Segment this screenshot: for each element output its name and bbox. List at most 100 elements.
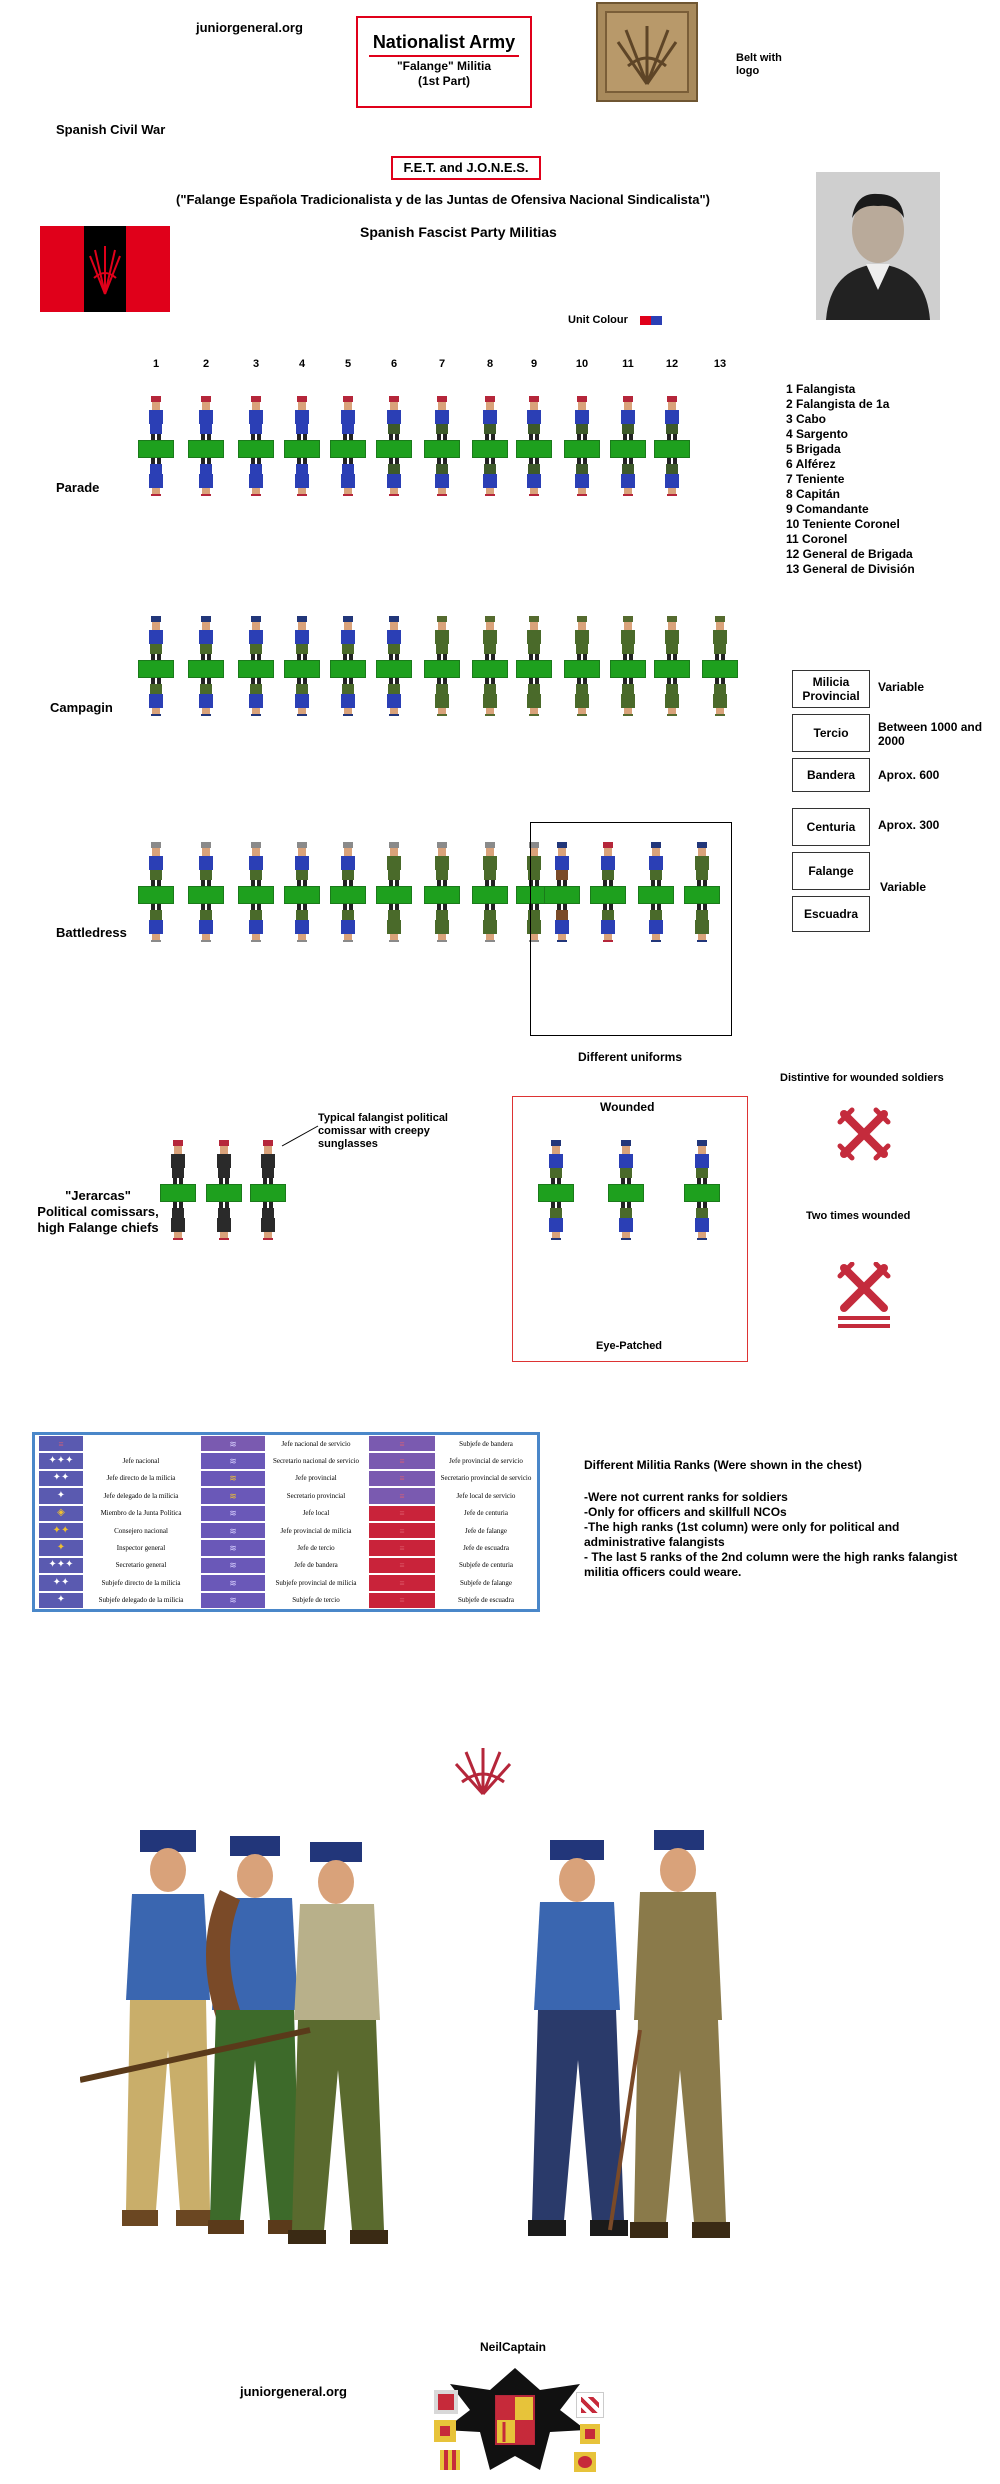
illustration-figure <box>630 1830 730 2238</box>
rank-table-cell: Subjefe de escuadra <box>458 1596 514 1605</box>
rank-item: 12 General de Brigada <box>786 547 913 561</box>
column-number: 12 <box>665 358 679 370</box>
note-line: -Were not current ranks for soldiers <box>584 1490 788 1504</box>
unit-colour-label: Unit Colour <box>568 314 628 326</box>
rank-table-cell: Subjefe delegado de la milicia <box>98 1596 184 1605</box>
rank-insignia-icon: ✦✦ <box>39 1523 83 1539</box>
shield-icon <box>434 2390 458 2414</box>
column-number: 11 <box>622 358 634 370</box>
title-box: Nationalist Army "Falange" Militia (1st … <box>356 16 532 108</box>
rank-item: 8 Capitán <box>786 487 841 501</box>
rank-item: 3 Cabo <box>786 412 827 426</box>
row-label-campaign: Campagin <box>50 700 113 715</box>
rank-insignia-icon: ≡ <box>369 1505 435 1521</box>
rank-table-cell: Jefe provincial <box>295 1474 337 1483</box>
yoke-arrows-icon <box>605 11 689 93</box>
rank-item: 11 Coronel <box>786 532 848 546</box>
rank-insignia-icon: ≡ <box>369 1557 435 1574</box>
column-number: 13 <box>713 358 727 370</box>
column-number: 8 <box>486 358 494 370</box>
rank-insignia-icon: ✦ <box>39 1540 83 1556</box>
unit-size-note: Variable <box>880 880 927 894</box>
fet-jons-box: F.E.T. and J.O.N.E.S. <box>391 156 541 180</box>
full-party-name: ("Falange Española Tradicionalista y de … <box>176 192 710 207</box>
portrait-photo <box>816 172 940 320</box>
column-number: 1 <box>152 358 160 370</box>
rank-table-cell: Jefe de tercio <box>297 1544 335 1553</box>
rank-table-cell: Subjefe de bandera <box>459 1439 513 1448</box>
unit-size-note: Aprox. 300 <box>878 818 940 832</box>
militia-ranks-table: ≡✦✦✦Jefe nacional✦✦Jefe directo de la mi… <box>32 1432 540 1612</box>
rank-insignia-icon: ≡ <box>369 1575 435 1591</box>
jerarcas-note: Typical falangist political comissar wit… <box>318 1112 448 1150</box>
wound-cross-icon <box>837 1107 891 1161</box>
unit-box: Bandera <box>792 758 870 792</box>
column-number: 10 <box>575 358 589 370</box>
rank-insignia-icon: ≋ <box>201 1523 265 1539</box>
rank-item: 10 Teniente Coronel <box>786 517 900 531</box>
illustration-figure <box>122 1830 212 2226</box>
rank-item: 6 Alférez <box>786 457 836 471</box>
rank-insignia-icon: ◈ <box>39 1505 83 1521</box>
rank-table-cell: Subjefe de falange <box>459 1578 513 1587</box>
row-label-battledress: Battledress <box>56 925 127 940</box>
rank-insignia-icon: ≋ <box>201 1470 265 1487</box>
note-line: - The last 5 ranks of the 2nd column wer… <box>584 1550 958 1579</box>
column-number: 5 <box>344 358 352 370</box>
rank-insignia-icon: ≋ <box>201 1436 265 1452</box>
title-divider <box>369 55 519 57</box>
rank-item: 5 Brigada <box>786 442 841 456</box>
note-line: -The high ranks (1st column) were only f… <box>584 1520 900 1549</box>
rank-table-cell: Miembro de la Junta Política <box>100 1509 182 1518</box>
page-title: Nationalist Army <box>372 32 516 52</box>
site-name-top: juniorgeneral.org <box>196 20 303 35</box>
unit-box: Milicia Provincial <box>792 670 870 708</box>
rank-insignia-icon: ≡ <box>369 1436 435 1452</box>
jerarcas-title: "Jerarcas" <box>65 1188 131 1203</box>
jerarcas-line3: high Falange chiefs <box>37 1220 159 1235</box>
note-line: -Only for officers and skillfull NCOs <box>584 1505 787 1519</box>
illustration-figure <box>528 1840 628 2236</box>
rank-table-cell: Secretario general <box>115 1561 167 1570</box>
different-uniforms-label: Different uniforms <box>578 1050 683 1064</box>
rank-insignia-icon: ≡ <box>369 1523 435 1539</box>
site-name-bottom: juniorgeneral.org <box>240 2384 347 2399</box>
yoke-and-arrows-emblem <box>454 1748 512 1796</box>
page-subtitle-part: (1st Part) <box>417 74 470 88</box>
rank-table-cell: Secretario provincial de servicio <box>440 1474 532 1483</box>
note-pointer-line <box>281 1125 319 1147</box>
rank-table-cell: Secretario provincial <box>286 1491 346 1500</box>
rank-insignia-icon: ≡ <box>369 1488 435 1504</box>
rank-table-cell: Secretario nacional de servicio <box>272 1457 360 1466</box>
unit-size-note: Variable <box>878 680 925 694</box>
rank-table-cell: Jefe provincial de servicio <box>449 1457 523 1466</box>
portrait-icon <box>816 172 940 320</box>
unit-box: Tercio <box>792 714 870 752</box>
rank-insignia-icon: ✦✦ <box>39 1575 83 1591</box>
row-label-parade: Parade <box>56 480 100 495</box>
rank-table-cell: Jefe de escuadra <box>463 1544 509 1553</box>
militia-notes: Different Militia Ranks (Were shown in t… <box>584 1458 984 1580</box>
rank-item: 4 Sargento <box>786 427 849 441</box>
rank-table-cell: Jefe directo de la milicia <box>106 1474 176 1483</box>
spanish-coat-of-arms <box>444 2368 586 2470</box>
shield-icon <box>576 2392 604 2418</box>
column-number: 4 <box>298 358 306 370</box>
rank-insignia-icon: ≋ <box>201 1575 265 1591</box>
rank-table-cell: Consejero nacional <box>114 1526 168 1535</box>
shield-icon <box>574 2452 596 2472</box>
jerarcas-line2: Political comissars, <box>37 1204 159 1219</box>
rank-item: 13 General de División <box>786 562 915 576</box>
page-subtitle: "Falange" Militia <box>396 59 492 73</box>
rank-table-cell: Jefe provincial de milicia <box>280 1526 352 1535</box>
rank-insignia-icon: ≋ <box>201 1557 265 1574</box>
rifle-icon <box>80 2027 311 2083</box>
two-times-wounded-label: Two times wounded <box>806 1210 911 1222</box>
rank-insignia-icon: ✦ <box>39 1592 83 1608</box>
rank-table-cell: Jefe local <box>302 1509 330 1518</box>
column-number: 2 <box>202 358 210 370</box>
rank-insignia-icon: ✦✦✦ <box>39 1453 83 1469</box>
rank-insignia-icon: ≋ <box>201 1488 265 1504</box>
rank-table-cell: Jefe de bandera <box>294 1561 338 1570</box>
rank-insignia-icon: ≡ <box>39 1436 83 1452</box>
